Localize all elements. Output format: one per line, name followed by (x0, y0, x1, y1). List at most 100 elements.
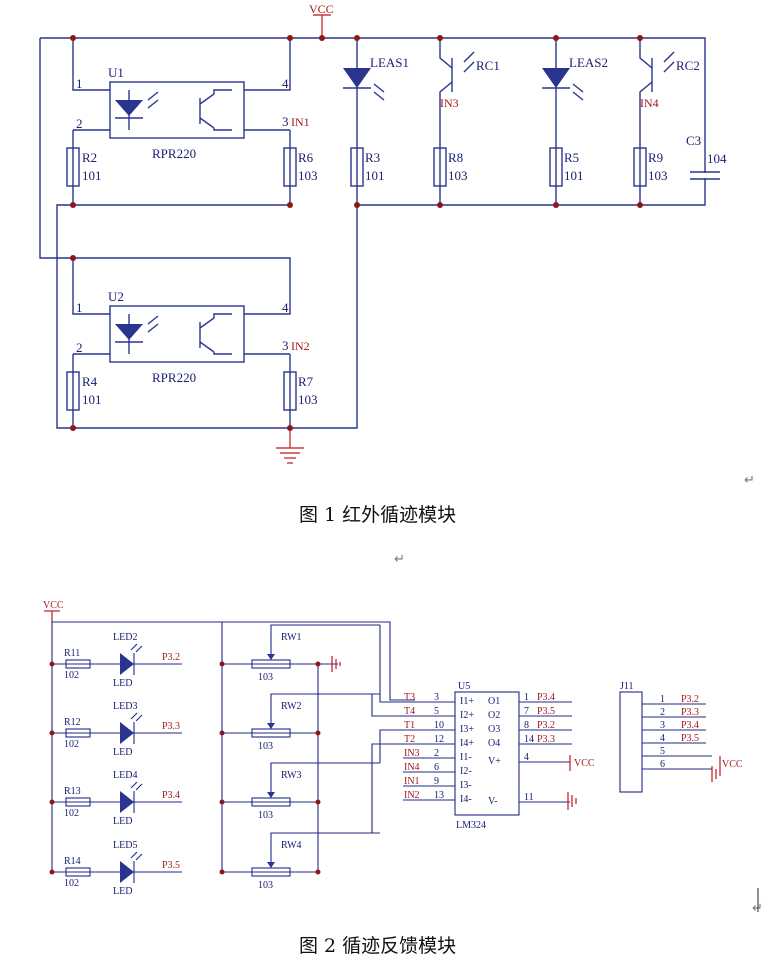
pin-net: T2 (404, 734, 415, 745)
u1-ref: U1 (108, 65, 124, 80)
pin-number: 2 (660, 707, 665, 718)
resistor-value: 102 (64, 878, 79, 889)
u2-pin3: 3 (282, 338, 289, 353)
fig2-ground-icon-2 (567, 792, 577, 810)
pin-number: 6 (434, 762, 439, 773)
r7-value: 103 (298, 392, 318, 407)
pin-net: P3.4 (681, 720, 699, 731)
led-type: LED (113, 678, 132, 689)
pin-number: 5 (660, 746, 665, 757)
r2-value: 101 (82, 168, 102, 183)
pot-value: 103 (258, 741, 273, 752)
r4-value: 101 (82, 392, 102, 407)
rc1-ref: RC1 (476, 58, 500, 73)
r9-value: 103 (648, 168, 668, 183)
u1-part: RPR220 (152, 146, 196, 161)
resistor-symbol (65, 659, 91, 669)
j11-vcc-label: VCC (722, 759, 743, 770)
fig2-vcc-label: VCC (43, 600, 64, 611)
pin-net: P3.2 (681, 694, 699, 705)
u5-part: LM324 (456, 820, 486, 831)
rc1-out-net: IN3 (440, 96, 459, 110)
figure2-tracking-feedback-schematic: VCC R11102LED2LEDP3.2RW1103R12102LED3LED… (43, 600, 763, 916)
resistor-symbol (65, 797, 91, 807)
leas1-ref: LEAS1 (370, 55, 409, 70)
r3-value: 101 (365, 168, 385, 183)
r2-ref: R2 (82, 150, 97, 165)
resistor-value: 102 (64, 808, 79, 819)
led-icon (120, 722, 134, 744)
r8-ref: R8 (448, 150, 463, 165)
port-net: P3.2 (162, 652, 180, 663)
pin-name: V- (488, 796, 498, 807)
pin-net: T1 (404, 720, 415, 731)
pin-name: I2+ (460, 710, 474, 721)
port-net: P3.4 (162, 790, 180, 801)
pin-number: 11 (524, 792, 534, 803)
port-net: P3.3 (162, 721, 180, 732)
figure2-caption: 图 2 循迹反馈模块 (299, 935, 456, 957)
pin-name: I1- (460, 752, 472, 763)
u2-ref: U2 (108, 289, 124, 304)
r7-ref: R7 (298, 374, 314, 389)
resistor-ref: R13 (64, 786, 81, 797)
pin-name: I4- (460, 794, 472, 805)
pin-net: IN1 (404, 776, 420, 787)
wiper-routes (371, 625, 403, 834)
u1-pin4: 4 (282, 76, 289, 91)
resistor-symbol (65, 867, 91, 877)
u1-pin2: 2 (76, 116, 83, 131)
rc2-ref: RC2 (676, 58, 700, 73)
pin-net: P3.2 (537, 720, 555, 731)
leas2-ref: LEAS2 (569, 55, 608, 70)
return-mark-2: ↵ (394, 552, 405, 567)
fig2-ground-icon-3 (711, 766, 721, 782)
pin-net: T4 (404, 706, 415, 717)
ground-icon (276, 428, 304, 464)
fig2-ground-icon-1 (331, 656, 341, 672)
pot-ref: RW3 (281, 770, 302, 781)
resistor-symbol (65, 728, 91, 738)
resistor-value: 102 (64, 739, 79, 750)
port-net: P3.5 (162, 860, 180, 871)
fig2-rows: R11102LED2LEDP3.2RW1103R12102LED3LEDP3.3… (49, 624, 403, 897)
r5-value: 101 (564, 168, 584, 183)
j11-pin: 6 (642, 759, 712, 770)
u2-pin4: 4 (282, 300, 289, 315)
pot-ref: RW4 (281, 840, 302, 851)
u5-ref: U5 (458, 681, 470, 692)
led-icon (120, 653, 134, 675)
pot-value: 103 (258, 810, 273, 821)
figure1-infrared-tracking-schematic: VCC U1 1 2 4 (39, 2, 755, 488)
u1-pin3: 3 (282, 114, 289, 129)
r6-ref: R6 (298, 150, 314, 165)
pin-net: IN3 (404, 748, 420, 759)
ic-right-pin: V+4 (488, 752, 570, 767)
resistor-ref: R14 (64, 856, 81, 867)
fig1-junctions (70, 35, 643, 431)
pin-name: O2 (488, 710, 500, 721)
r3-ref: R3 (365, 150, 380, 165)
pin-number: 2 (434, 748, 439, 759)
j11-ref: J11 (620, 681, 634, 692)
pin-number: 8 (524, 720, 529, 731)
pin-number: 4 (660, 733, 665, 744)
